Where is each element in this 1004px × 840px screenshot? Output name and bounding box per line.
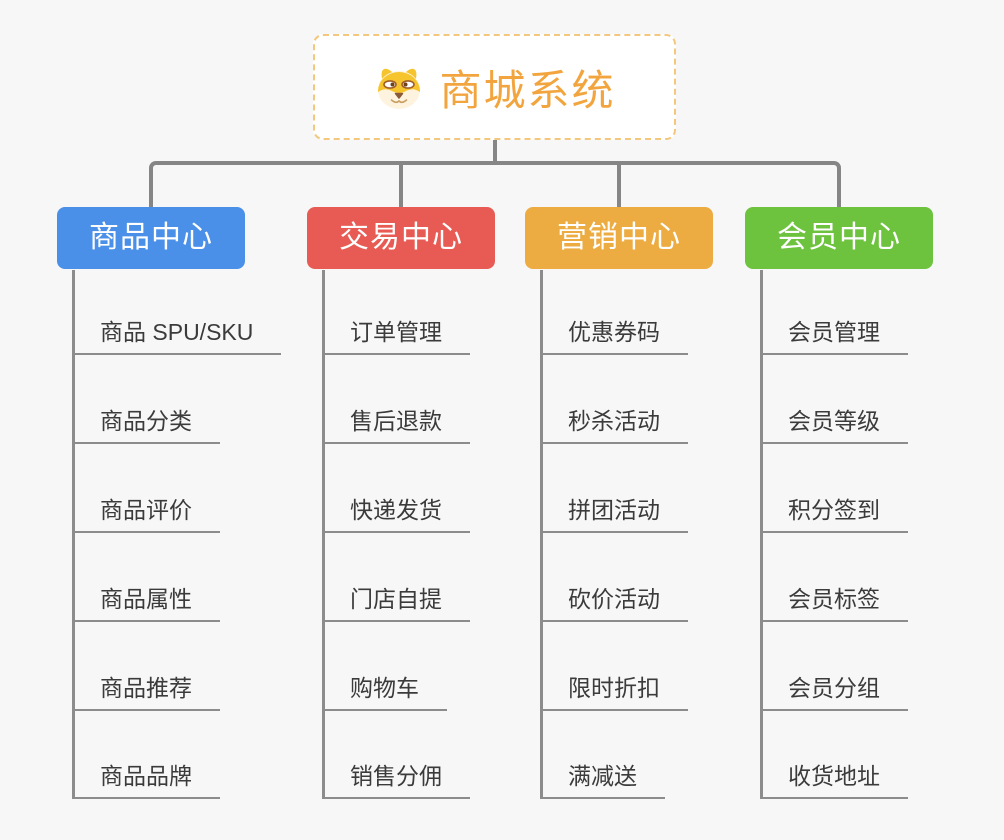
branch-node-trade[interactable]: 交易中心 bbox=[307, 207, 495, 269]
tree-connector-left bbox=[149, 161, 497, 209]
topic-item[interactable]: 砍价活动 bbox=[540, 585, 688, 622]
root-title: 商城系统 bbox=[439, 66, 616, 114]
branch-node-member[interactable]: 会员中心 bbox=[745, 207, 933, 269]
topic-item[interactable]: 订单管理 bbox=[322, 318, 470, 355]
root-node[interactable]: 商城系统 bbox=[313, 34, 676, 140]
topic-item[interactable]: 商品推荐 bbox=[72, 674, 220, 711]
branch-label: 会员中心 bbox=[777, 221, 901, 254]
topic-item[interactable]: 积分签到 bbox=[760, 496, 908, 533]
branch-column-member: 会员中心 会员管理 会员等级 积分签到 会员标签 会员分组 收货地址 bbox=[745, 207, 933, 799]
topic-item[interactable]: 商品属性 bbox=[72, 585, 220, 622]
tree-connector-drop bbox=[399, 165, 403, 209]
dog-face-icon bbox=[378, 68, 421, 109]
topic-item[interactable]: 会员标签 bbox=[760, 585, 908, 622]
topic-item[interactable]: 商品分类 bbox=[72, 407, 220, 444]
tree-connector-root-drop bbox=[493, 137, 497, 163]
topic-item[interactable]: 购物车 bbox=[322, 674, 447, 711]
branch-node-product[interactable]: 商品中心 bbox=[57, 207, 245, 269]
topic-item[interactable]: 拼团活动 bbox=[540, 496, 688, 533]
branch-items: 会员管理 会员等级 积分签到 会员标签 会员分组 收货地址 bbox=[760, 270, 908, 799]
topic-item[interactable]: 满减送 bbox=[540, 762, 665, 799]
branch-items: 优惠券码 秒杀活动 拼团活动 砍价活动 限时折扣 满减送 bbox=[540, 270, 688, 799]
branch-column-marketing: 营销中心 优惠券码 秒杀活动 拼团活动 砍价活动 限时折扣 满减送 bbox=[525, 207, 713, 799]
branch-column-trade: 交易中心 订单管理 售后退款 快递发货 门店自提 购物车 销售分佣 bbox=[307, 207, 495, 799]
topic-item[interactable]: 限时折扣 bbox=[540, 674, 688, 711]
branch-items: 商品 SPU/SKU 商品分类 商品评价 商品属性 商品推荐 商品品牌 bbox=[72, 270, 282, 799]
topic-item[interactable]: 商品 SPU/SKU bbox=[72, 318, 282, 355]
topic-item[interactable]: 秒杀活动 bbox=[540, 407, 688, 444]
topic-item[interactable]: 会员管理 bbox=[760, 318, 908, 355]
topic-item[interactable]: 门店自提 bbox=[322, 585, 470, 622]
branch-label: 商品中心 bbox=[89, 221, 213, 254]
branch-column-product: 商品中心 商品 SPU/SKU 商品分类 商品评价 商品属性 商品推荐 商品品牌 bbox=[57, 207, 282, 799]
topic-item[interactable]: 快递发货 bbox=[322, 496, 470, 533]
branch-node-marketing[interactable]: 营销中心 bbox=[525, 207, 713, 269]
topic-item[interactable]: 商品评价 bbox=[72, 496, 220, 533]
topic-item[interactable]: 会员等级 bbox=[760, 407, 908, 444]
tree-connector-right bbox=[493, 161, 841, 209]
topic-item[interactable]: 收货地址 bbox=[760, 762, 908, 799]
branch-items: 订单管理 售后退款 快递发货 门店自提 购物车 销售分佣 bbox=[322, 270, 470, 799]
branch-label: 营销中心 bbox=[557, 221, 681, 254]
branch-label: 交易中心 bbox=[339, 221, 463, 254]
tree-connector-drop bbox=[617, 165, 621, 209]
topic-item[interactable]: 优惠券码 bbox=[540, 318, 688, 355]
topic-item[interactable]: 售后退款 bbox=[322, 407, 470, 444]
topic-item[interactable]: 商品品牌 bbox=[72, 762, 220, 799]
topic-item[interactable]: 会员分组 bbox=[760, 674, 908, 711]
topic-item[interactable]: 销售分佣 bbox=[322, 762, 470, 799]
